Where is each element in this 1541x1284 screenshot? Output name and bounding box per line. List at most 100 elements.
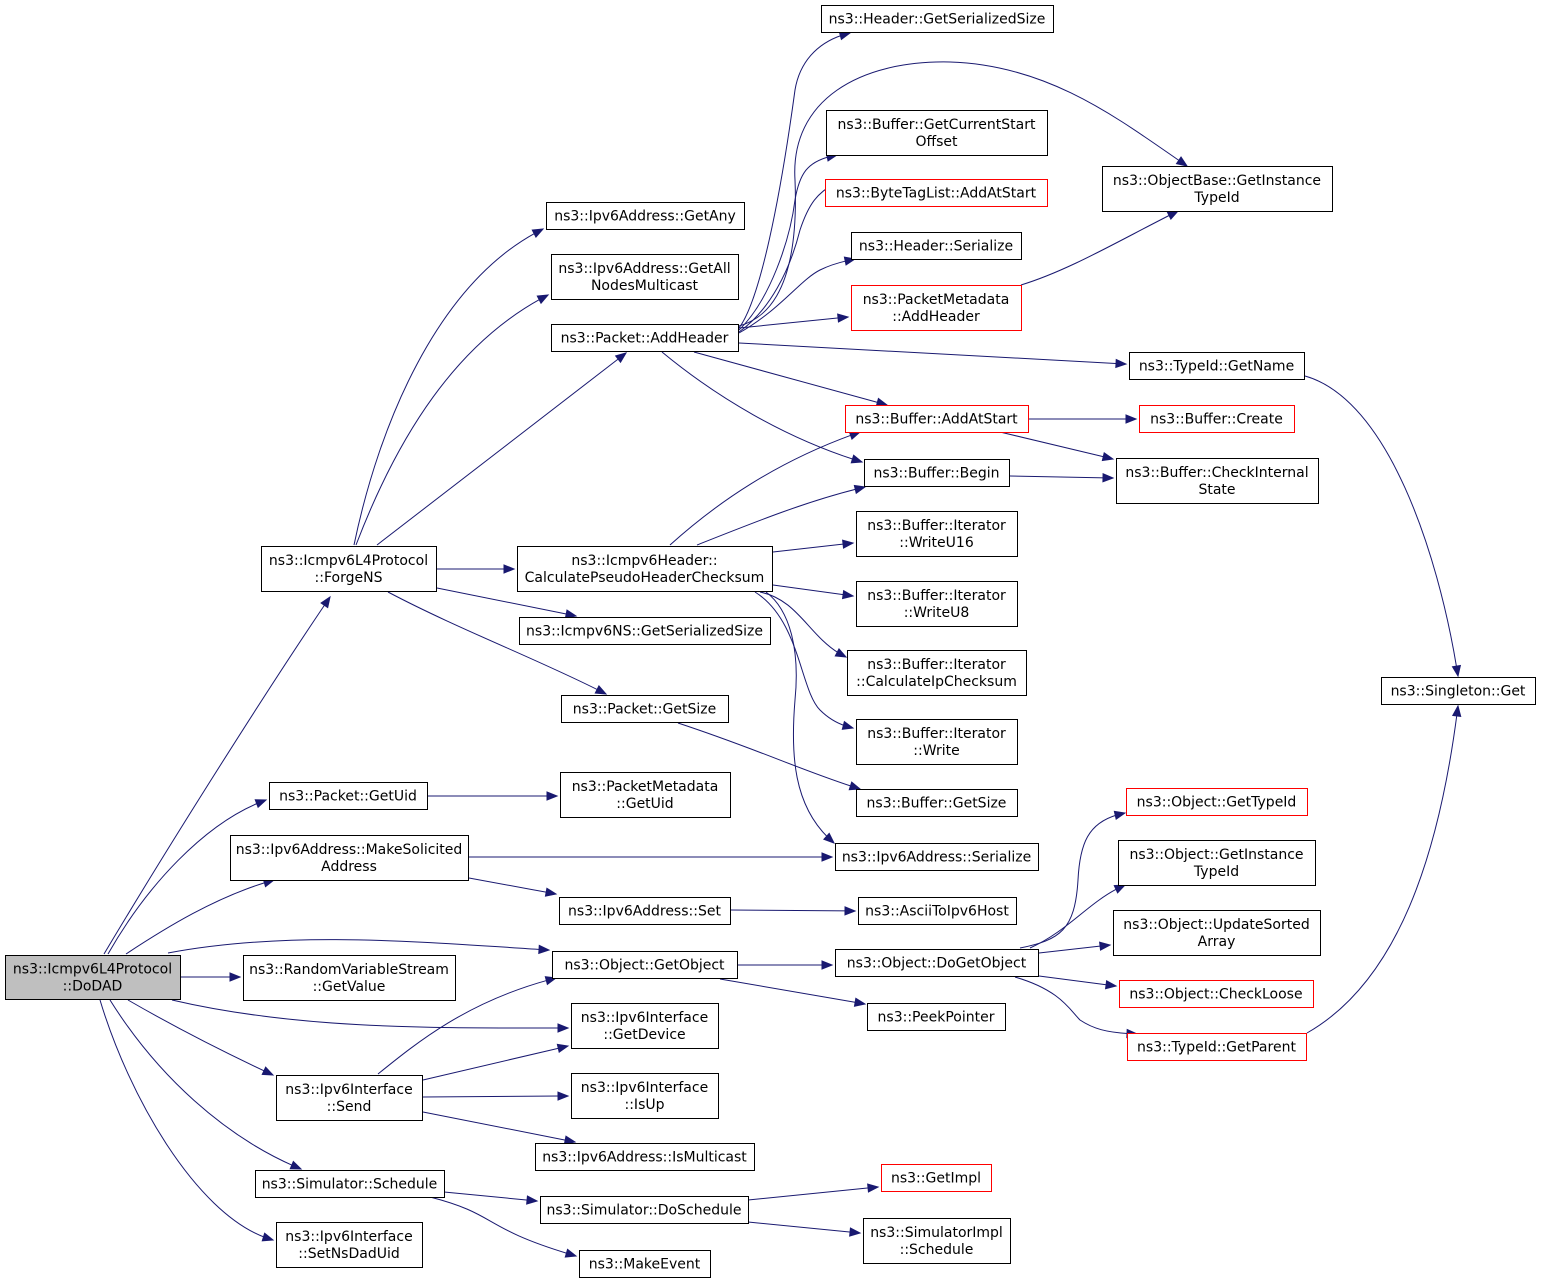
node-rvs_getvalue[interactable]: ns3::RandomVariableStream::GetValue <box>243 955 456 1001</box>
node-obj_gettypeid[interactable]: ns3::Object::GetTypeId <box>1126 788 1308 816</box>
edge-line <box>772 542 854 553</box>
edge-obj_dogetobject-to-typeid_getparent <box>1014 976 1139 1039</box>
node-ipv6if_setns[interactable]: ns3::Ipv6Interface::SetNsDadUid <box>276 1222 423 1268</box>
node-singleton_get[interactable]: ns3::Singleton::Get <box>1381 677 1536 705</box>
arrow-head-icon <box>1166 210 1180 220</box>
node-label: ::Schedule <box>900 1242 974 1258</box>
node-box <box>276 1222 423 1268</box>
node-pkt_getuid[interactable]: ns3::Packet::GetUid <box>269 782 428 810</box>
node-makeevent[interactable]: ns3::MakeEvent <box>579 1250 711 1278</box>
arrow-head-icon <box>557 1091 570 1101</box>
node-pm_addheader[interactable]: ns3::PacketMetadata::AddHeader <box>851 285 1022 331</box>
node-pkt_getsize[interactable]: ns3::Packet::GetSize <box>561 695 729 723</box>
edge-sim_schedule-to-makeevent <box>429 1196 578 1258</box>
node-label: ns3::Ipv6Interface <box>581 1010 708 1026</box>
node-obj_dogetobject[interactable]: ns3::Object::DoGetObject <box>835 949 1039 977</box>
node-label: ns3::Object::GetInstance <box>1129 847 1303 863</box>
node-sim_schedule[interactable]: ns3::Simulator::Schedule <box>255 1170 445 1198</box>
edge-line <box>376 352 627 546</box>
node-ipv6if_send[interactable]: ns3::Ipv6Interface::Send <box>276 1075 423 1121</box>
node-ipv6addr_set[interactable]: ns3::Ipv6Address::Set <box>559 897 731 925</box>
node-ipv6if_isup[interactable]: ns3::Ipv6Interface::IsUp <box>571 1073 719 1119</box>
node-typeid_getparent[interactable]: ns3::TypeId::GetParent <box>1127 1033 1307 1061</box>
node-it_write[interactable]: ns3::Buffer::Iterator::Write <box>856 719 1018 765</box>
node-box <box>856 789 1018 817</box>
node-simimpl_schedule[interactable]: ns3::SimulatorImpl::Schedule <box>863 1218 1011 1264</box>
arrow-head-icon <box>1451 704 1462 718</box>
node-label: ns3::Packet::GetUid <box>279 789 417 805</box>
node-pm_getuid[interactable]: ns3::PacketMetadata::GetUid <box>560 772 731 818</box>
node-ipv6if_getdevice[interactable]: ns3::Ipv6Interface::GetDevice <box>571 1003 719 1049</box>
node-getimpl[interactable]: ns3::GetImpl <box>881 1164 992 1192</box>
node-buf_getsize[interactable]: ns3::Buffer::GetSize <box>856 789 1018 817</box>
arrow-head-icon <box>1104 979 1118 990</box>
node-ipv6addr_ser[interactable]: ns3::Ipv6Address::Serialize <box>835 843 1039 871</box>
node-label: ns3::Header::GetSerializedSize <box>829 12 1046 28</box>
edge-sim_doschedule-to-simimpl_schedule <box>747 1221 862 1237</box>
node-box <box>1113 910 1321 956</box>
node-box <box>835 949 1039 977</box>
arrow-head-icon <box>867 1183 880 1193</box>
arrow-head-icon <box>841 720 855 730</box>
node-icmpv6hdr_calc[interactable]: ns3::Icmpv6Header::CalculatePseudoHeader… <box>517 546 773 592</box>
edge-forgens-to-ipv6addr_getall <box>355 294 550 546</box>
node-btl_addatstart[interactable]: ns3::ByteTagList::AddAtStart <box>825 179 1048 207</box>
node-label: ns3::Packet::AddHeader <box>561 331 729 347</box>
edge-line <box>719 978 866 1005</box>
edge-line <box>377 977 557 1075</box>
edge-typeid_getparent-to-singleton_get <box>1306 704 1462 1034</box>
node-typeid_getname[interactable]: ns3::TypeId::GetName <box>1129 352 1305 380</box>
node-box <box>276 1075 423 1121</box>
node-ipv6addr_ismc[interactable]: ns3::Ipv6Address::IsMulticast <box>535 1143 755 1171</box>
node-label: ns3::Object::CheckLoose <box>1129 987 1302 1003</box>
node-box <box>1381 677 1536 705</box>
node-icmpv6ns_getser[interactable]: ns3::Icmpv6NS::GetSerializedSize <box>519 617 771 645</box>
edge-forgens-to-icmpv6hdr_calc <box>437 564 516 574</box>
node-box <box>1127 1033 1307 1061</box>
arrow-head-icon <box>557 1023 570 1033</box>
node-hdr_getser[interactable]: ns3::Header::GetSerializedSize <box>821 5 1054 33</box>
node-pkt_addheader[interactable]: ns3::Packet::AddHeader <box>551 324 739 352</box>
node-ipv6addr_getany[interactable]: ns3::Ipv6Address::GetAny <box>546 202 745 230</box>
node-obj_checkloose[interactable]: ns3::Object::CheckLoose <box>1119 980 1314 1008</box>
node-buf_begin[interactable]: ns3::Buffer::Begin <box>864 459 1010 487</box>
node-it_calcip[interactable]: ns3::Buffer::Iterator::CalculateIpChecks… <box>847 650 1027 696</box>
node-label: ns3::Singleton::Get <box>1391 684 1526 700</box>
node-label: ns3::TypeId::GetName <box>1139 359 1294 375</box>
node-it_writeu16[interactable]: ns3::Buffer::Iterator::WriteU16 <box>856 511 1018 557</box>
node-label: ns3::Ipv6Address::GetAny <box>554 209 736 225</box>
node-it_writeu8[interactable]: ns3::Buffer::Iterator::WriteU8 <box>856 581 1018 627</box>
edge-obj_getobject-to-obj_dogetobject <box>738 960 834 970</box>
node-forgens[interactable]: ns3::Icmpv6L4Protocol::ForgeNS <box>261 546 437 592</box>
node-buf_addatstart[interactable]: ns3::Buffer::AddAtStart <box>845 405 1029 433</box>
node-ascii_ipv6[interactable]: ns3::AsciiToIpv6Host <box>858 897 1017 925</box>
arrow-head-icon <box>844 906 857 916</box>
node-box <box>856 581 1018 627</box>
edge-line <box>1038 975 1117 987</box>
edge-obj_dogetobject-to-obj_gettypeid <box>1019 810 1127 949</box>
node-box <box>261 546 437 592</box>
arrow-head-icon <box>821 960 834 970</box>
node-obj_getobject[interactable]: ns3::Object::GetObject <box>552 951 738 979</box>
node-box <box>1116 458 1319 504</box>
node-sim_doschedule[interactable]: ns3::Simulator::DoSchedule <box>540 1196 749 1224</box>
edge-typeid_getname-to-singleton_get <box>1304 375 1462 678</box>
node-peekpointer[interactable]: ns3::PeekPointer <box>867 1003 1006 1031</box>
edge-line <box>1038 944 1111 954</box>
node-hdr_serialize[interactable]: ns3::Header::Serialize <box>851 232 1022 260</box>
node-label: ns3::Buffer::AddAtStart <box>855 412 1018 428</box>
node-box <box>1126 788 1308 816</box>
edge-line <box>355 294 549 546</box>
node-label: ns3::Buffer::GetCurrentStart <box>838 117 1036 133</box>
node-label: ns3::Simulator::DoSchedule <box>547 1203 742 1219</box>
node-buf_create[interactable]: ns3::Buffer::Create <box>1139 405 1295 433</box>
edge-buf_addatstart-to-buf_create <box>1029 414 1138 424</box>
arrow-head-icon <box>503 564 516 574</box>
